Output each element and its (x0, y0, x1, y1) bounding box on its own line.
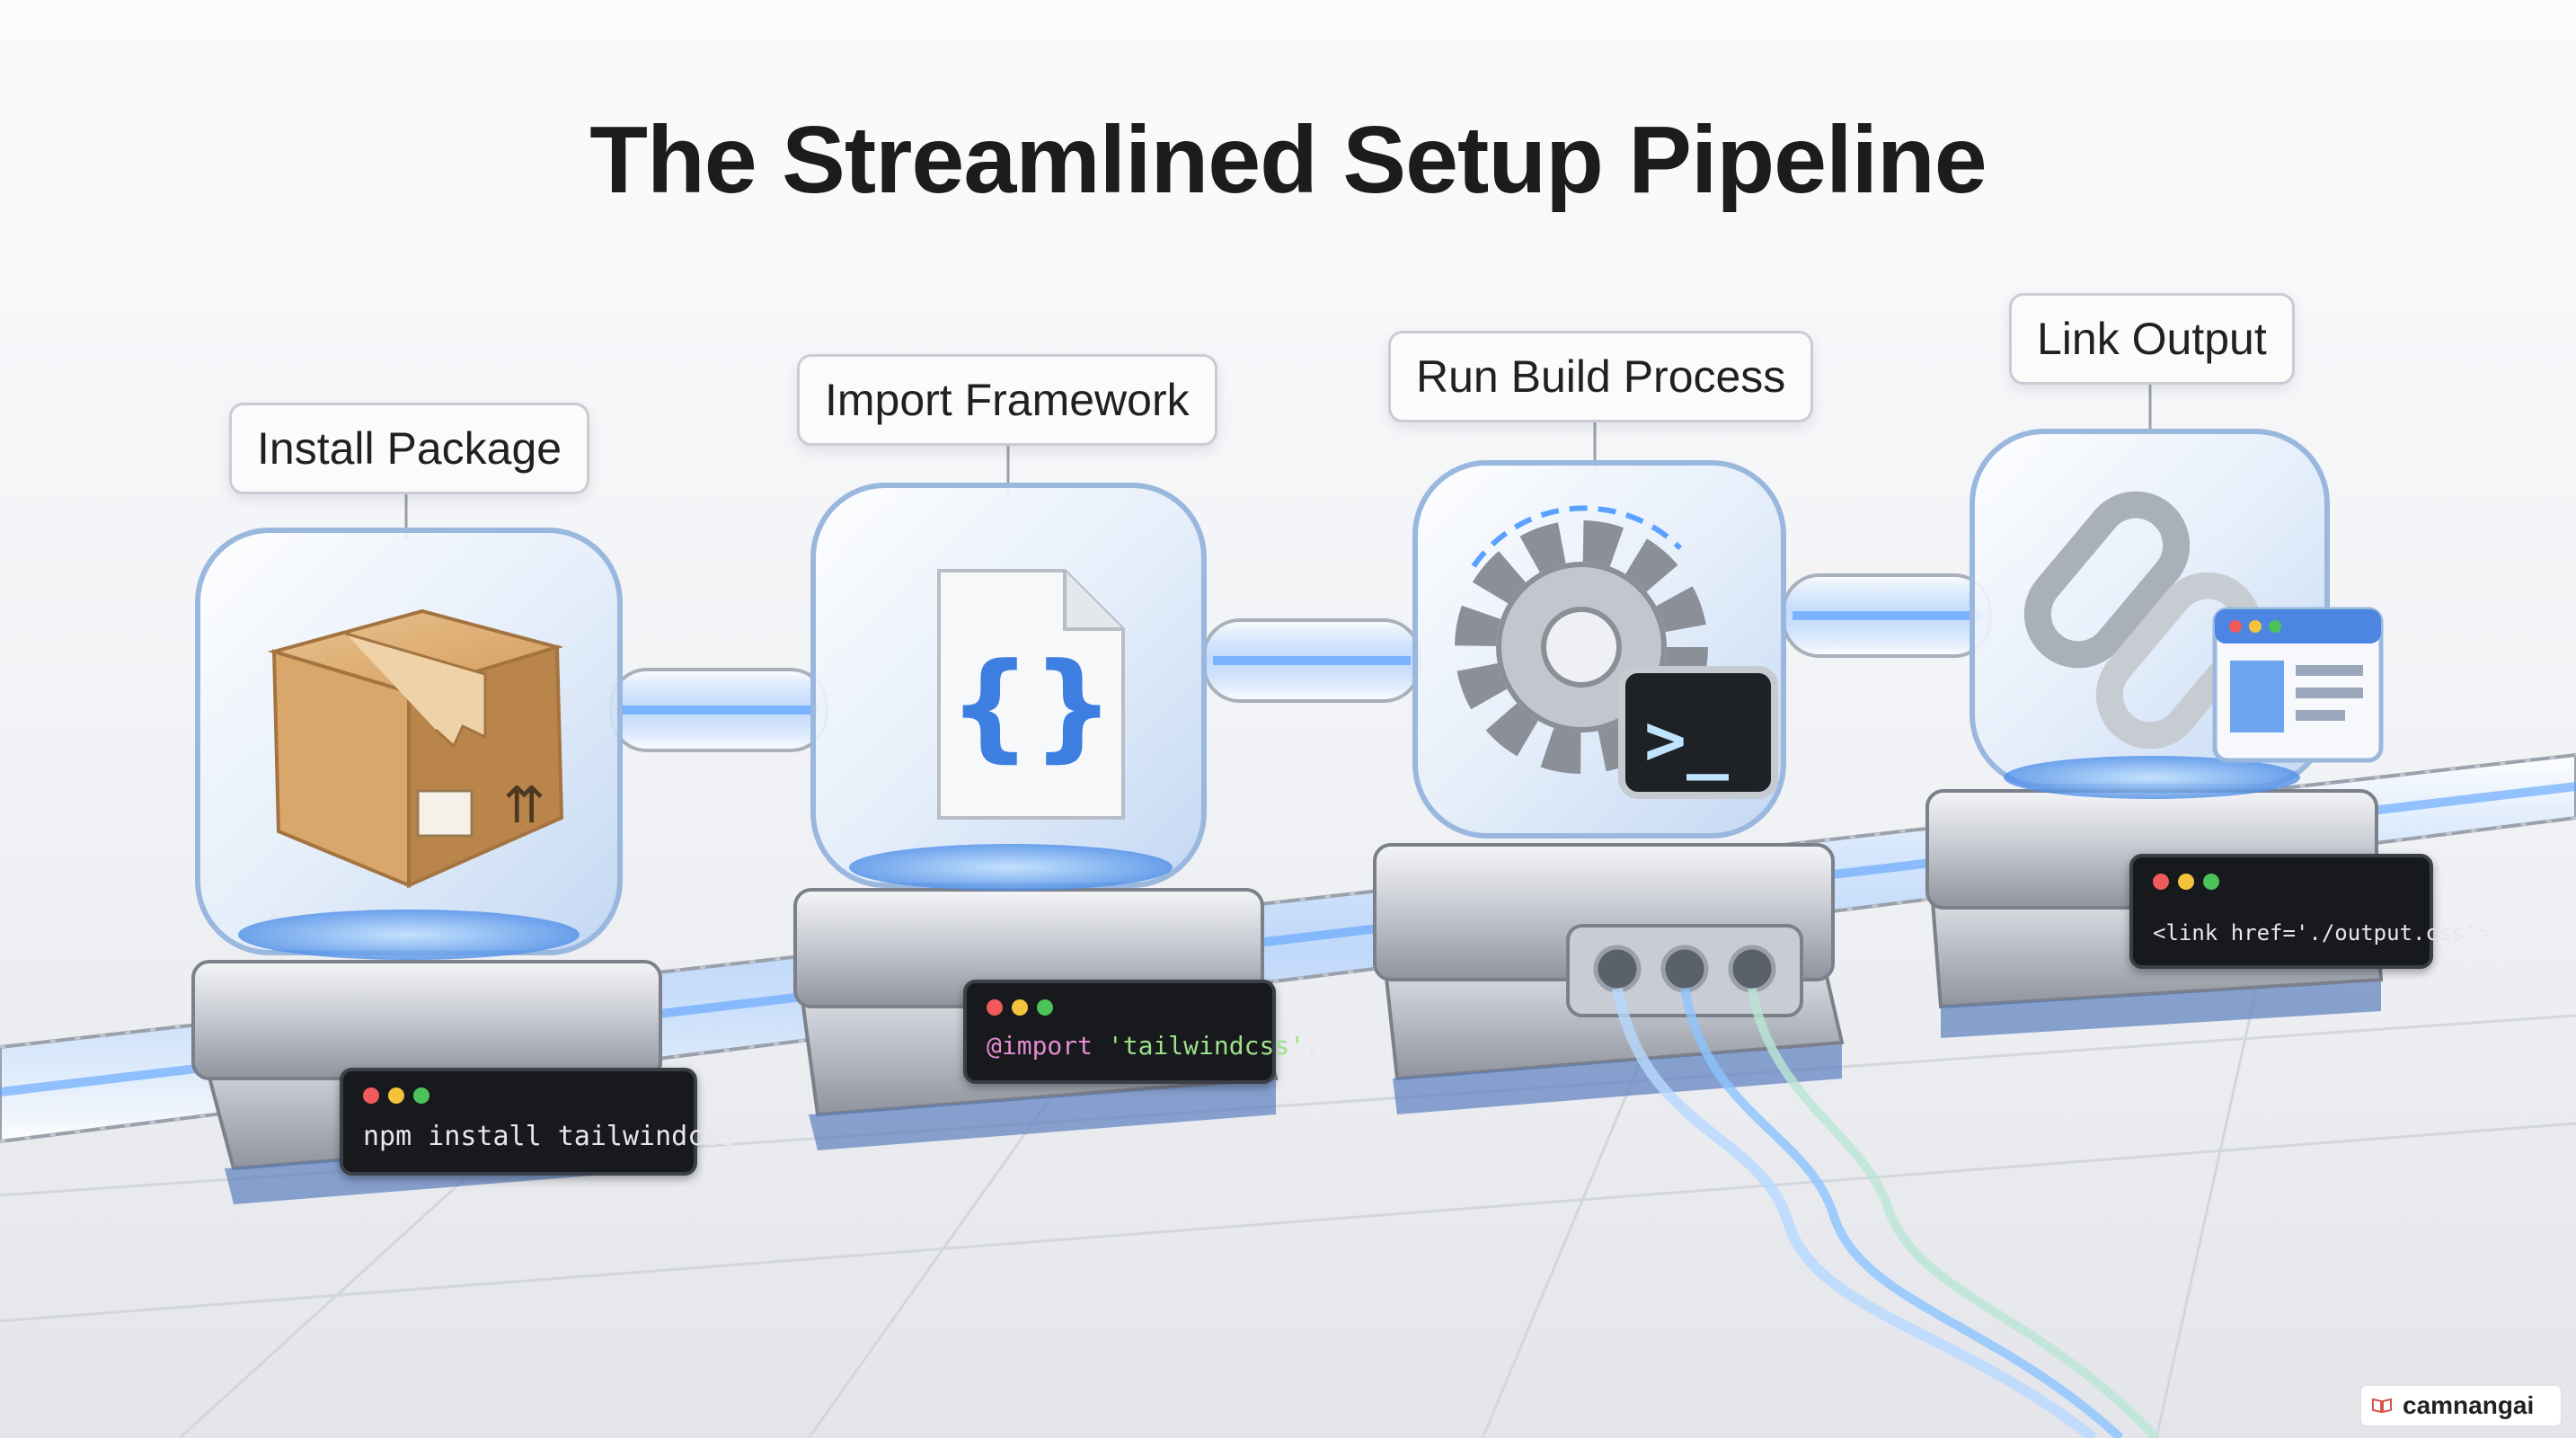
terminal-install: npm install tailwindcss (340, 1068, 736, 1176)
page-title: The Streamlined Setup Pipeline (589, 107, 1987, 213)
step-label-install: Install Package (229, 403, 590, 494)
watermark-badge: camnangai (2359, 1384, 2563, 1427)
window-dots (2153, 874, 2228, 893)
svg-text:⇈: ⇈ (503, 777, 545, 835)
command-text: @import 'tailwindcss'; (987, 1031, 1320, 1061)
svg-text:>_: >_ (1644, 700, 1729, 781)
command-text: npm install tailwindcss (363, 1121, 737, 1152)
connector-tubes (609, 573, 1992, 752)
terminal-import: @import 'tailwindcss'; (963, 980, 1320, 1084)
chain-link-icon (2023, 491, 2262, 750)
browser-window-icon (2212, 607, 2384, 763)
window-dots (363, 1087, 438, 1107)
command-keyword: @import (987, 1031, 1093, 1061)
window-dots (987, 999, 1062, 1019)
command-end: ; (1305, 1031, 1320, 1061)
package-box-icon: ⇈ (267, 608, 564, 889)
command-string: 'tailwindcss' (1107, 1031, 1306, 1061)
station-run-build: >_ (1373, 460, 2160, 1438)
label-connectors (404, 377, 2152, 539)
svg-text:{}: {} (948, 637, 1114, 774)
step-label-import: Import Framework (797, 354, 1217, 446)
terminal-link: <link href='./output.css'> (2129, 854, 2491, 969)
gear-terminal-icon: >_ (1455, 505, 1778, 799)
book-icon (2372, 1398, 2392, 1413)
code-file-icon: {} (937, 569, 1125, 820)
watermark-text: camnangai (2403, 1391, 2535, 1419)
step-label-build: Run Build Process (1388, 331, 1814, 422)
step-label-link: Link Output (2009, 293, 2295, 385)
command-text: <link href='./output.css'> (2153, 920, 2491, 945)
